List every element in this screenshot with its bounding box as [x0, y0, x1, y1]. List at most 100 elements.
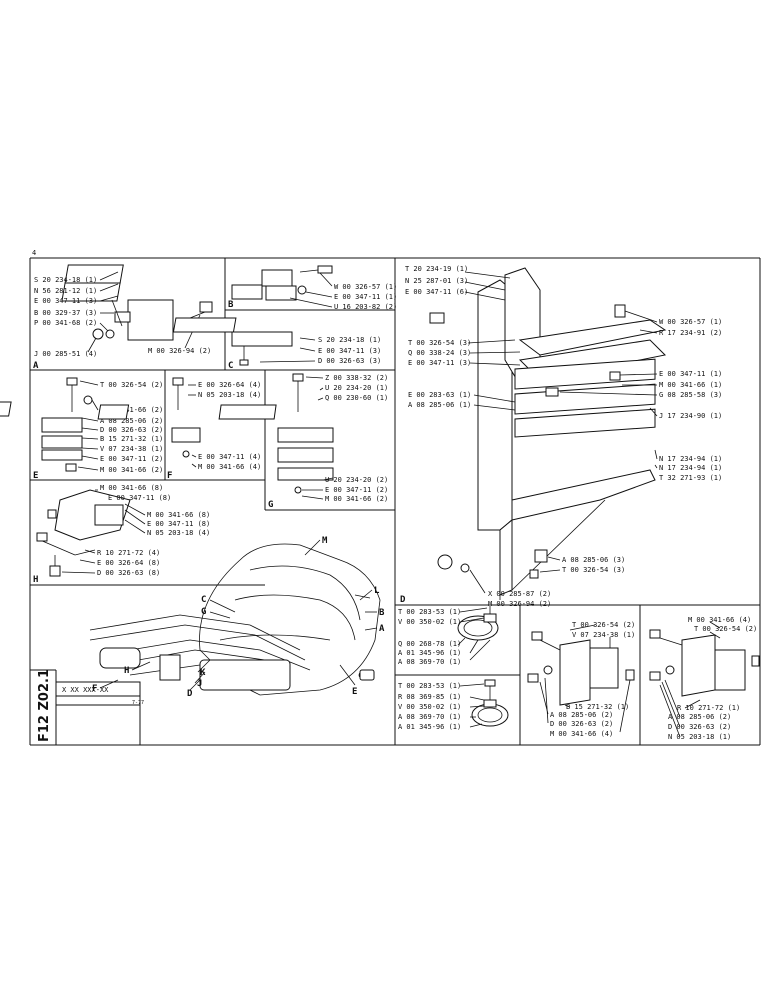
panel-d-right-label-0: W 00 326-57 (1) [659, 318, 722, 326]
panel-d: T 20 234-19 (1) N 25 287-01 (3) E 00 347… [400, 265, 722, 608]
sheet-code: F12 Z02.1 [37, 669, 52, 742]
panel-f-letter: F [167, 471, 172, 481]
clamp-3 [277, 447, 334, 463]
panel-a-label-3: B 00 329-37 (3) [34, 309, 97, 317]
panel-a-label-5: J 00 285-51 (4) [34, 350, 97, 358]
block-left [231, 284, 263, 300]
clamp-rail-2 [514, 383, 656, 415]
clamp-bottom-label-1: R 08 369-85 (1) [398, 693, 461, 701]
panel-d-bottom-label-2: X 00 285-87 (2) [488, 590, 551, 598]
right-nut [609, 371, 621, 381]
panel-g-label-3: U 20 234-20 (2) [325, 476, 388, 484]
bracket-right-label-4: D 00 326-63 (2) [668, 723, 731, 731]
bolt-head [317, 265, 333, 274]
panel-a-label-0: S 20 234-18 (1) [34, 276, 97, 284]
clamp-bottom-label-3: A 08 369-70 (1) [398, 713, 461, 721]
block-2 [41, 417, 83, 433]
block-bottom [171, 427, 201, 443]
nut-1 [47, 509, 57, 519]
panel-d-right-label-8: T 32 271-93 (1) [659, 474, 722, 482]
washer [92, 328, 104, 340]
foot-bolt [437, 554, 453, 570]
corner-mark: 4 [32, 249, 36, 257]
panel-h-label-6: E 00 326-64 (8) [97, 559, 160, 567]
nut [105, 329, 115, 339]
machine-overview: M L B A C G H K F J D E [89, 536, 385, 699]
panel-e-letter: E [33, 471, 38, 481]
plate [681, 634, 716, 697]
bolt-head [66, 377, 78, 386]
panel-g-label-5: M 00 341-66 (2) [325, 495, 388, 503]
bolt-head [292, 373, 304, 382]
bracket-mid-label-5: M 00 341-66 (4) [550, 730, 613, 738]
panel-g-label-0: Z 00 338-32 (2) [325, 374, 388, 382]
callout-k: K [200, 668, 206, 678]
panel-c-label-2: D 00 326-63 (3) [318, 357, 381, 365]
panel-d-left-label-2: E 00 347-11 (6) [405, 288, 468, 296]
frame-rail [199, 659, 291, 691]
clamp-top-label-1: V 00 350-02 (1) [398, 618, 461, 626]
clamp-rail-1 [514, 358, 656, 390]
bracket [159, 654, 181, 681]
panel-d-bottom-label-1: T 00 326-54 (3) [562, 566, 625, 574]
panel-d-right-label-4: G 08 285-58 (3) [659, 391, 722, 399]
panel-h-label-3: E 00 347-11 (8) [147, 520, 210, 528]
filter [359, 669, 375, 681]
callout-c: C [201, 595, 206, 605]
nut [294, 486, 302, 494]
bracket-mid: T 00 326-54 (2) V 07 234-38 (1) B 15 271… [527, 621, 635, 738]
side-bolt [429, 312, 445, 324]
callout-h: H [124, 666, 129, 676]
panel-b-letter: B [228, 300, 234, 310]
hose-2 [89, 624, 306, 661]
block-right [265, 285, 297, 301]
bolt-head [531, 631, 543, 641]
plate [559, 639, 591, 706]
nut [65, 463, 77, 472]
panel-d-bottom-label-0: A 08 285-06 (3) [562, 556, 625, 564]
clamp-block [483, 613, 497, 623]
bracket-right-label-5: N 05 203-18 (1) [668, 733, 731, 741]
panel-a-label-1: N 56 281-12 (1) [34, 287, 97, 295]
column-foot [499, 518, 513, 596]
bracket-mid-label-3: A 08 285-06 (2) [550, 711, 613, 719]
nut-2 [49, 565, 61, 577]
clamp-top: T 00 283-53 (1) V 00 350-02 (1) Q 00 268… [398, 606, 499, 666]
panel-b: W 00 326-57 (1) E 00 347-11 (1) U 16 203… [228, 265, 397, 311]
panel-h-label-1: E 00 347-11 (8) [108, 494, 171, 502]
nut [625, 669, 635, 681]
panel-e-label-3: D 00 326-63 (2) [100, 426, 163, 434]
clamp-2 [277, 427, 334, 443]
callout-f: F [92, 684, 97, 694]
panel-c-label-1: E 00 347-11 (3) [318, 347, 381, 355]
panel-c-letter: C [228, 361, 233, 371]
panel-h: M 00 341-66 (8) E 00 347-11 (8) M 00 341… [33, 484, 210, 585]
washer [665, 665, 675, 675]
panel-d-right-label-1: R 17 234-91 (2) [659, 329, 722, 337]
panel-d-right-label-3: M 00 341-66 (1) [659, 381, 722, 389]
nut [182, 450, 190, 458]
panel-d-left-label-1: N 25 287-01 (3) [405, 277, 468, 285]
clamp-top-label-3: A 01 345-96 (1) [398, 649, 461, 657]
block-top [172, 317, 237, 333]
callout-j: J [197, 679, 202, 689]
clamp-block [714, 649, 746, 691]
panel-d-left-label-5: E 00 347-11 (3) [408, 359, 471, 367]
clamp-bottom-label-4: A 01 345-96 (1) [398, 723, 461, 731]
block-4 [41, 449, 83, 461]
clamp-bottom-label-0: T 00 283-53 (1) [398, 682, 461, 690]
panel-f-label-3: M 00 341-66 (4) [198, 463, 261, 471]
panel-f-label-1: N 05 203-18 (4) [198, 391, 261, 399]
clamp-top-label-0: T 00 283-53 (1) [398, 608, 461, 616]
callout-a: A [379, 624, 385, 634]
clamp-top-label-2: Q 00 268-78 (1) [398, 640, 461, 648]
top-bolt [614, 304, 626, 318]
callout-b: B [379, 608, 385, 618]
panel-h-label-4: N 05 203-18 (4) [147, 529, 210, 537]
clamp-4 [277, 467, 334, 481]
callout-e: E [352, 687, 357, 697]
bolt-head [649, 629, 661, 639]
spacer [114, 311, 131, 323]
panel-e: T 00 326-54 (2) M 00 341-66 (2) A 08 285… [0, 377, 163, 481]
